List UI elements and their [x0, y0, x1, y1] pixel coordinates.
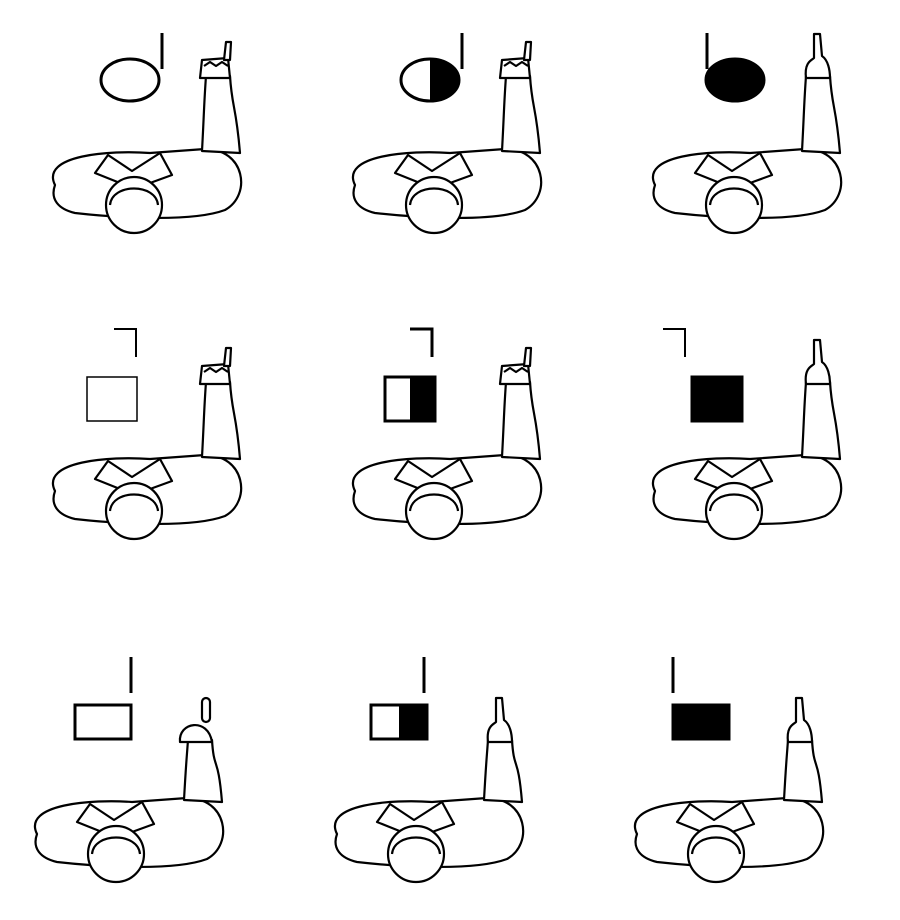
panel-circle-full — [600, 0, 900, 306]
raised-arm — [802, 382, 840, 459]
person-top-view — [653, 340, 841, 539]
symbol-outline — [87, 377, 137, 421]
hand-point — [806, 340, 830, 384]
hand-pinch — [200, 42, 231, 78]
indicator-bracket-mark — [663, 329, 685, 357]
panel-square-full — [600, 306, 900, 612]
hand-pointing — [806, 340, 830, 384]
person-top-view — [53, 42, 241, 233]
person-top-view — [53, 348, 241, 539]
raised-arm — [202, 382, 240, 459]
raised-arm — [184, 740, 222, 802]
person-top-view — [353, 348, 541, 539]
hand-point — [788, 698, 812, 742]
indicator-bracket-mark — [410, 329, 432, 357]
raised-arm — [484, 740, 522, 802]
hand-finger — [224, 348, 231, 366]
panel-rectangle-half — [300, 612, 600, 918]
panel-circle-empty — [0, 0, 300, 306]
symbol-circle-full — [706, 59, 764, 101]
symbol-circle-half — [401, 59, 459, 101]
head — [106, 177, 162, 233]
hand-thumb — [202, 698, 210, 722]
symbol-square-half — [385, 377, 435, 421]
symbol-rectangle-empty — [75, 705, 131, 739]
hand-pinch — [200, 348, 231, 384]
raised-arm — [502, 76, 540, 153]
hand-point — [806, 34, 830, 78]
symbol-fill — [673, 705, 729, 739]
head — [406, 483, 462, 539]
symbol-half-fill — [410, 377, 435, 421]
hand-pointing — [788, 698, 812, 742]
symbol-rectangle-full — [673, 705, 729, 739]
hand-pinch — [500, 348, 531, 384]
hand-pinch — [500, 42, 531, 78]
head — [106, 483, 162, 539]
hand-fist-thumb-up — [180, 698, 212, 742]
symbol-square-empty — [87, 377, 137, 421]
symbol-half-fill — [430, 59, 459, 101]
panel-square-empty — [0, 306, 300, 612]
panel-circle-half — [300, 0, 600, 306]
hand-finger — [524, 42, 531, 60]
symbol-fill — [692, 377, 742, 421]
hand-pointing — [806, 34, 830, 78]
head — [406, 177, 462, 233]
head — [706, 483, 762, 539]
hand-finger — [224, 42, 231, 60]
symbol-outline — [75, 705, 131, 739]
head — [88, 826, 144, 882]
hand-fist — [180, 725, 212, 742]
hand-finger — [524, 348, 531, 366]
head — [706, 177, 762, 233]
person-top-view — [35, 698, 223, 882]
symbol-circle-empty — [101, 59, 159, 101]
symbol-square-full — [692, 377, 742, 421]
symbol-outline — [101, 59, 159, 101]
panel-rectangle-full — [600, 612, 900, 918]
symbol-rectangle-half — [371, 705, 427, 739]
indicator-bracket-mark — [114, 329, 136, 357]
raised-arm — [202, 76, 240, 153]
symbol-half-fill — [399, 705, 427, 739]
hand-pointing — [488, 698, 512, 742]
raised-arm — [502, 382, 540, 459]
raised-arm — [784, 740, 822, 802]
panel-rectangle-empty — [0, 612, 300, 918]
panel-square-half — [300, 306, 600, 612]
raised-arm — [802, 76, 840, 153]
head — [388, 826, 444, 882]
hand-point — [488, 698, 512, 742]
head — [688, 826, 744, 882]
person-top-view — [335, 698, 523, 882]
